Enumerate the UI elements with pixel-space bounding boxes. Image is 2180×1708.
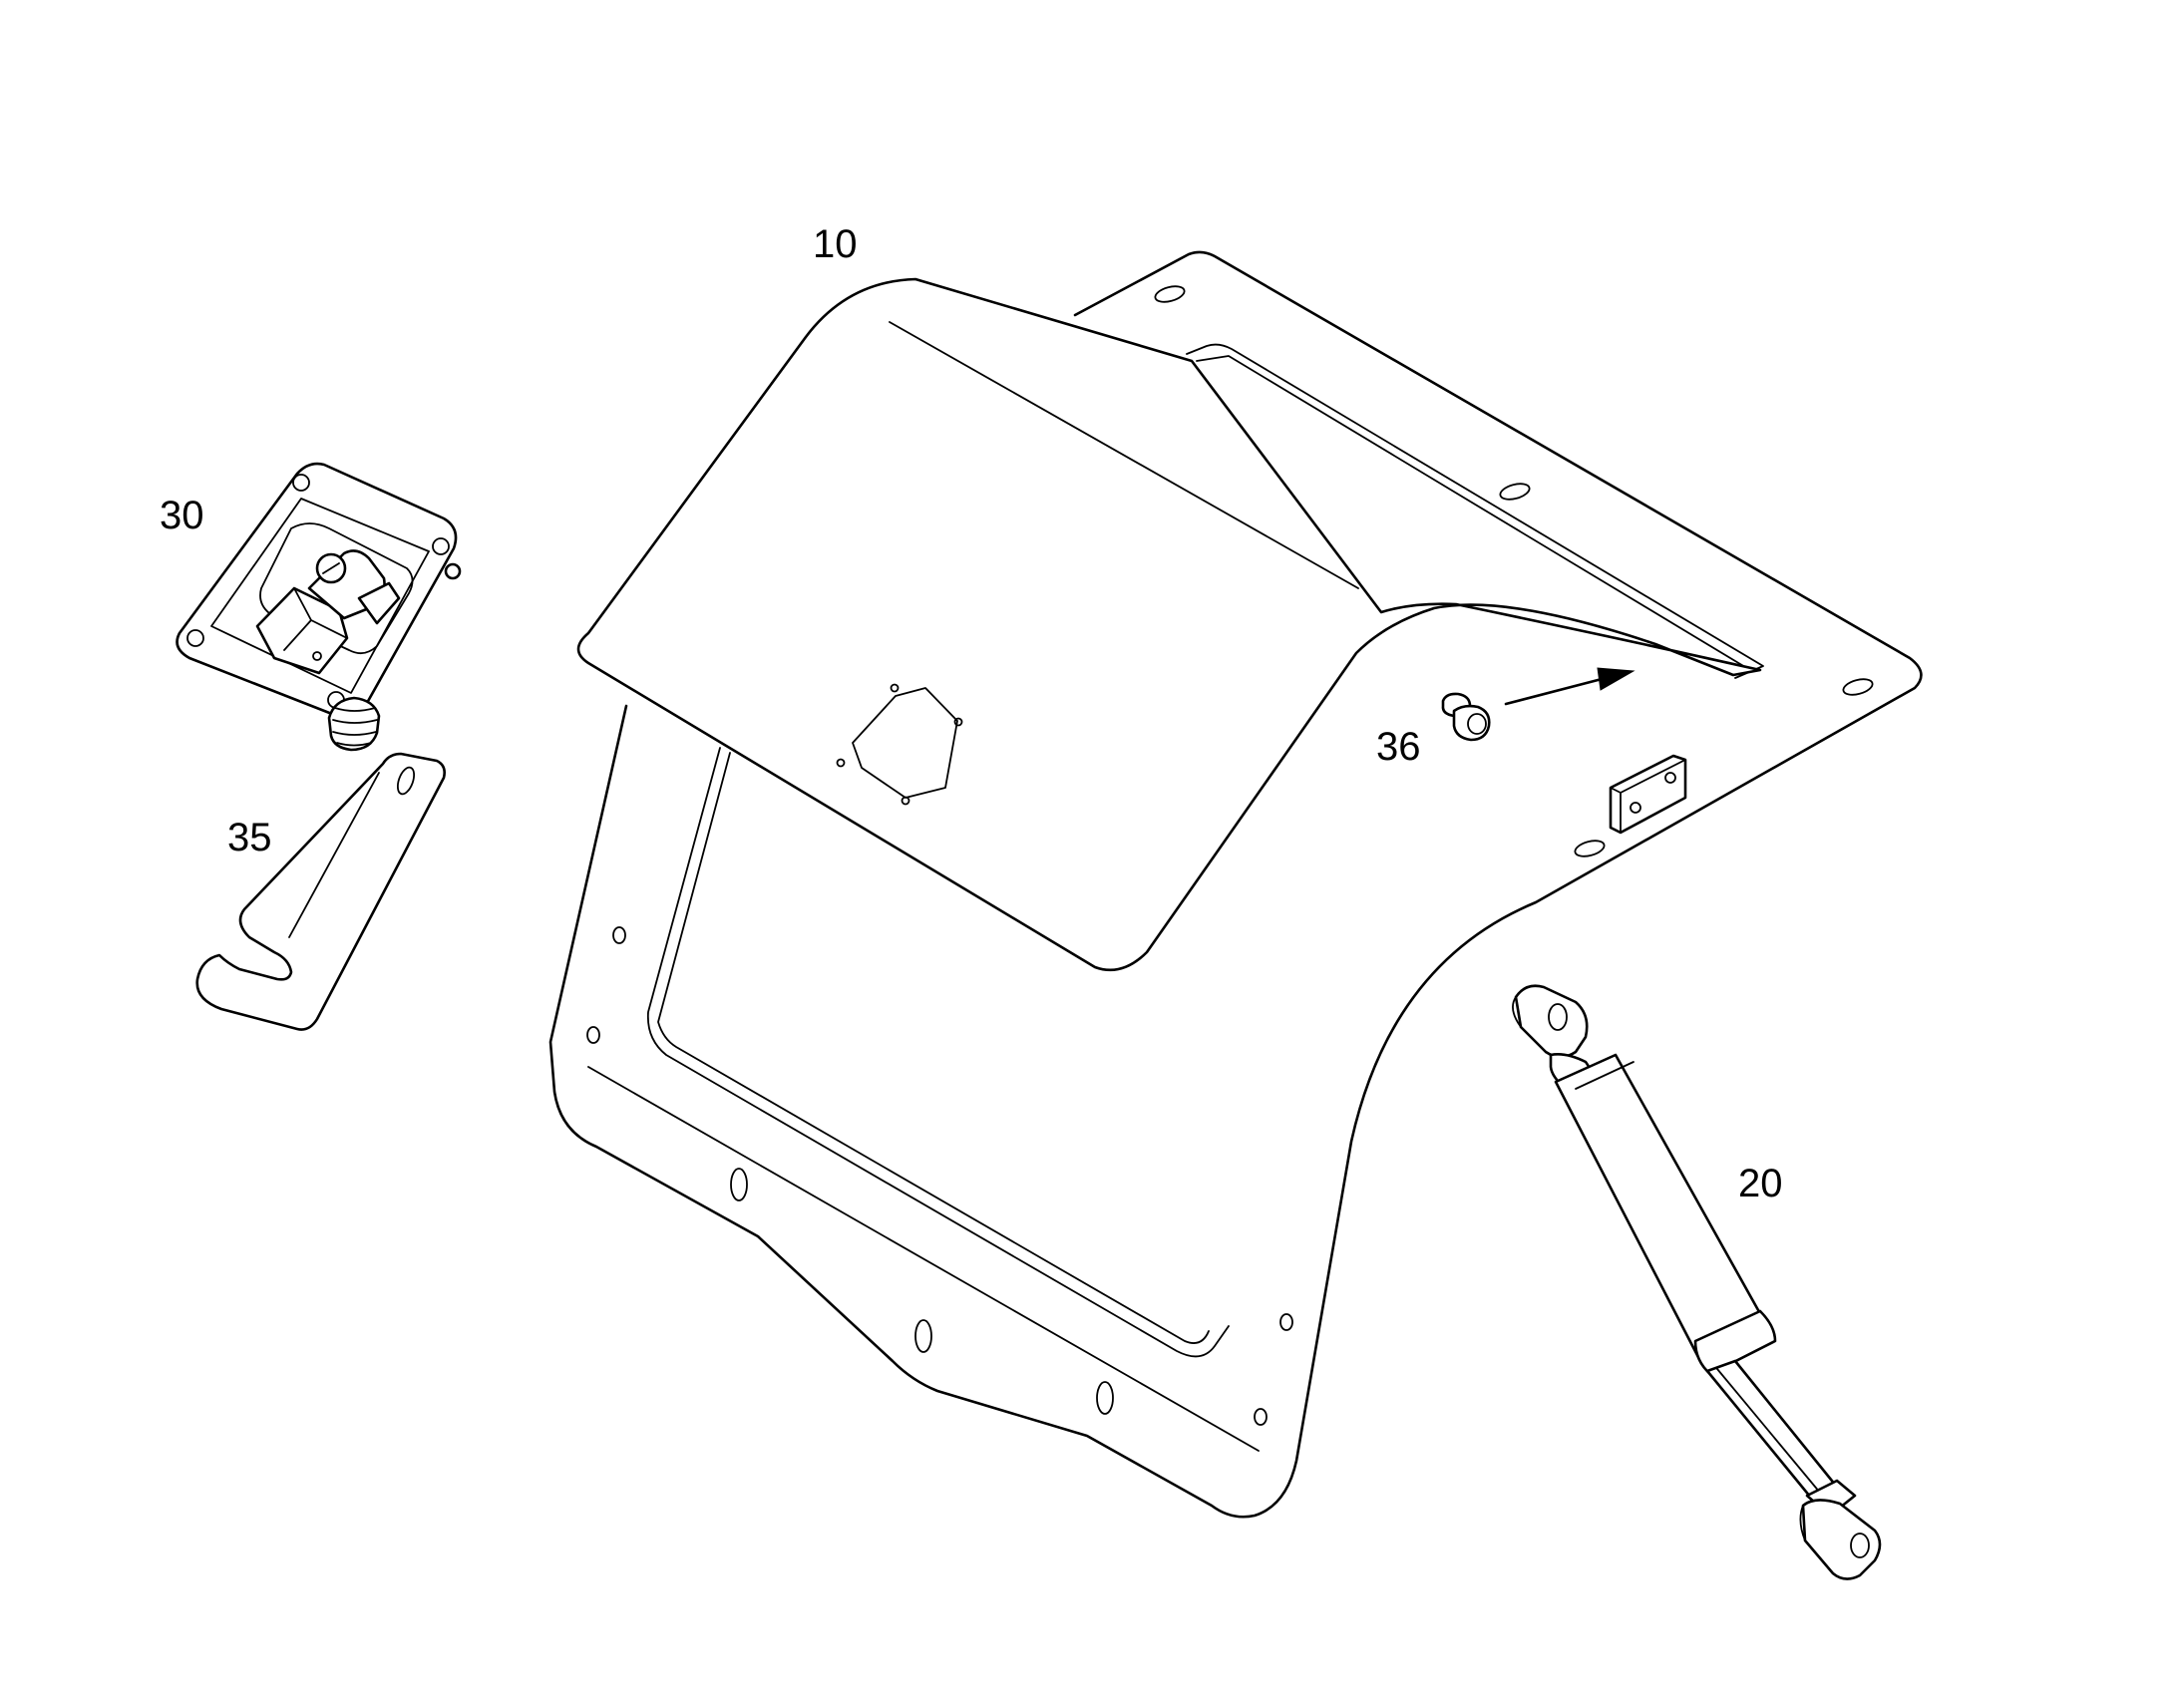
callout-catch-plate: 35 xyxy=(227,816,272,859)
frame-slot xyxy=(1154,285,1186,303)
frame-slot xyxy=(1842,678,1874,696)
rubber-bumper xyxy=(1441,692,1491,742)
frame-slot xyxy=(1574,840,1606,857)
lid-access-plate xyxy=(836,683,963,806)
lid-panel xyxy=(576,277,1762,972)
frame-slot xyxy=(1499,483,1531,501)
frame-hole xyxy=(586,1026,600,1044)
hatch-frame xyxy=(548,250,1923,1519)
frame-slot xyxy=(1096,1381,1114,1415)
t-handle-latch xyxy=(176,462,462,752)
latch-bolt xyxy=(327,562,462,752)
callout-gas-spring: 20 xyxy=(1738,1162,1783,1205)
callout-lid: 10 xyxy=(813,222,858,266)
frame-slot xyxy=(730,1168,748,1201)
frame-hole xyxy=(1279,1313,1293,1331)
callout-latch: 30 xyxy=(160,494,204,537)
callout-bumper: 36 xyxy=(1376,725,1421,769)
frame-slot xyxy=(914,1319,932,1353)
gas-spring-strut xyxy=(1512,984,1882,1580)
frame-hole xyxy=(612,926,626,944)
frame-hole xyxy=(1254,1408,1268,1426)
frame-block xyxy=(1609,754,1687,835)
bumper-arrow xyxy=(1504,667,1635,706)
latch-catch-plate xyxy=(195,752,446,1031)
